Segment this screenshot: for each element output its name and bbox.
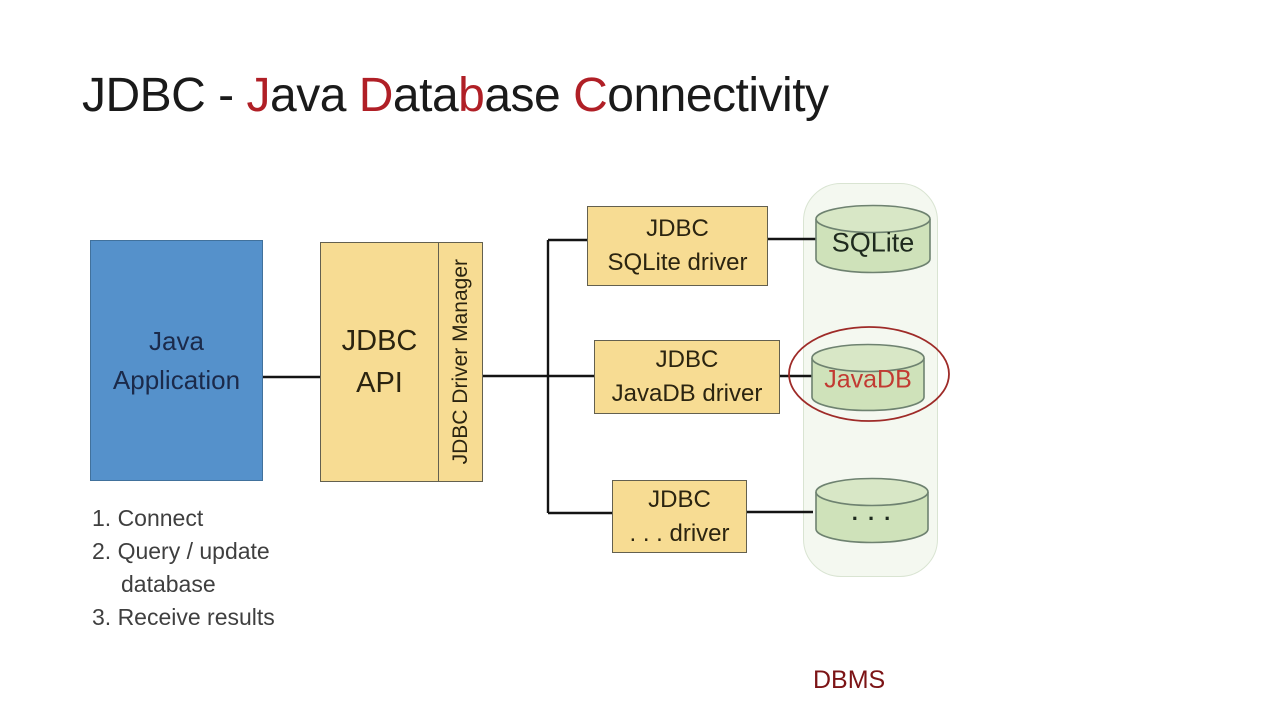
other-db-label: . . . [851, 500, 893, 525]
jdbc-api-label: JDBC API [321, 243, 438, 481]
jdbc-api-label-line1: JDBC [341, 325, 418, 357]
driver-label-line1: JDBC [648, 485, 711, 513]
driver-label-line1: JDBC [646, 215, 709, 242]
jdbc-javadb-driver-box: JDBC JavaDB driver [594, 340, 780, 414]
title-segment-red: D [358, 69, 394, 122]
jdbc-api-box: JDBC API JDBC Driver Manager [320, 242, 483, 482]
step-connect: 1. Connect [92, 505, 204, 531]
title-segment: ava [270, 69, 359, 122]
title-segment: JDBC - [82, 69, 247, 122]
driver-label-line2: . . . driver [629, 519, 730, 547]
jdbc-api-label-line2: API [356, 367, 403, 399]
jdbc-sqlite-driver-box: JDBC SQLite driver [587, 206, 768, 286]
step-query-update-continued: database [121, 571, 216, 597]
title-segment: onnectivity [607, 69, 829, 122]
jdbc-other-driver-box: JDBC . . . driver [612, 480, 747, 553]
java-application-label-line1: Java [149, 325, 204, 356]
java-application-label-line2: Application [112, 364, 241, 395]
driver-label-line1: JDBC [655, 346, 719, 373]
step-query-update: 2. Query / update [92, 538, 270, 564]
step-receive-results: 3. Receive results [92, 604, 275, 630]
title-segment-red: C [573, 69, 608, 122]
driver-label-line2: JavaDB driver [611, 380, 763, 407]
page-title: JDBC - Java Database Connectivity [82, 68, 829, 123]
title-segment: ase [484, 69, 574, 122]
title-segment-red: b [458, 69, 485, 122]
title-segment: ata [392, 69, 459, 122]
jdbc-driver-manager-label: JDBC Driver Manager [448, 259, 472, 465]
sqlite-db-label: SQLite [831, 227, 915, 258]
driver-label-line2: SQLite driver [607, 249, 748, 276]
title-segment-red: J [246, 69, 271, 122]
steps-list: 1. Connect 2. Query / update database 3.… [92, 502, 275, 634]
javadb-db-label: JavaDB [824, 365, 912, 394]
jdbc-driver-manager-strip: JDBC Driver Manager [438, 243, 482, 481]
dbms-abbr-label: DBMS [813, 666, 886, 694]
java-application-box: Java Application [90, 240, 263, 481]
dbms-caption: DBMS Database Management System [813, 588, 1163, 720]
